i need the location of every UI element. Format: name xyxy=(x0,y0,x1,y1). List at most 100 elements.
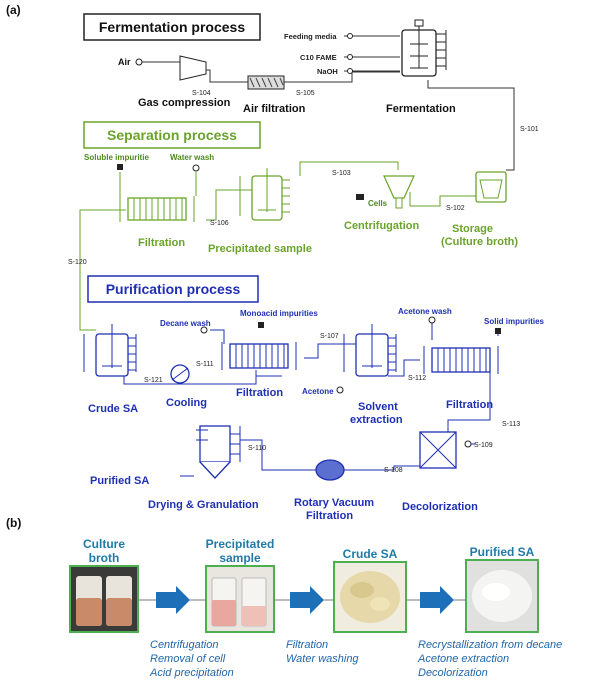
purification-filter-2-icon xyxy=(423,346,499,374)
photo-1-sub-label: broth xyxy=(89,551,120,565)
decane-inlet-icon xyxy=(200,326,208,334)
photo-2-sub-label: sample xyxy=(219,551,261,565)
acetone-wash-label: Acetone wash xyxy=(398,307,452,316)
solvent-extraction-sub-label: extraction xyxy=(350,414,403,426)
cooling-label: Cooling xyxy=(166,397,207,409)
stream-s107: S-107 xyxy=(320,333,339,340)
caption-1-line-3: Acid precipitation xyxy=(149,667,234,679)
purified-sa-label: Purified SA xyxy=(90,475,149,487)
separation-section-box xyxy=(83,121,261,149)
naoh-label: NaOH xyxy=(317,67,338,76)
stream-s101: S-101 xyxy=(520,126,539,133)
monoacid-impurities-label: Monoacid impurities xyxy=(240,309,318,318)
panel-label-a: (a) xyxy=(6,3,21,17)
fermentation-section-box xyxy=(83,13,261,41)
caption-3-line-3: Decolorization xyxy=(418,667,488,679)
arrow-2-icon xyxy=(290,586,324,614)
crude-sa-tank-icon xyxy=(83,324,137,377)
separation-lines xyxy=(79,161,476,331)
fermentation-section-title: Fermentation process xyxy=(99,19,245,35)
decane-wash-label: Decane wash xyxy=(160,319,211,328)
stream-s121: S-121 xyxy=(144,377,163,384)
rotary-filter-icon xyxy=(315,459,345,481)
air-filter-icon xyxy=(247,75,285,90)
stream-s112: S-112 xyxy=(408,375,426,382)
compressor-icon xyxy=(179,55,207,81)
process-arrows xyxy=(138,586,466,614)
water-wash-label: Water wash xyxy=(170,153,214,162)
photo-1-label: Culture xyxy=(83,537,125,551)
stream-s102: S-102 xyxy=(446,205,465,212)
c10-fame-label: C10 FAME xyxy=(300,53,337,62)
acetone-label: Acetone xyxy=(302,387,334,396)
decolorization-label: Decolorization xyxy=(402,501,478,513)
caption-2-line-2: Water washing xyxy=(286,653,359,665)
s109-inlet-icon xyxy=(464,440,472,448)
centrifuge-icon xyxy=(383,175,415,209)
arrow-3-icon xyxy=(420,586,454,614)
drying-granulation-label: Drying & Granulation xyxy=(148,499,259,511)
stream-s104: S-104 xyxy=(192,90,211,97)
crude-sa-label: Crude SA xyxy=(88,403,138,415)
rotary-filtration-label: Rotary Vacuum xyxy=(294,497,374,509)
decolorization-column-icon xyxy=(419,431,457,469)
filtration-p1-label: Filtration xyxy=(236,387,283,399)
photo-culture-broth xyxy=(69,565,139,633)
photo-2-label: Precipitated xyxy=(206,537,275,551)
air-label: Air xyxy=(118,57,131,67)
stream-s120: S-120 xyxy=(68,259,87,266)
stream-s111: S-111 xyxy=(196,361,214,368)
photo-3-label: Crude SA xyxy=(343,547,398,561)
fermenter-icon xyxy=(401,19,447,77)
storage-tank-icon xyxy=(475,171,507,203)
storage-sub-label: (Culture broth) xyxy=(441,236,518,248)
stream-s106: S-106 xyxy=(210,220,229,227)
soluble-impurities-label: Soluble impuritie xyxy=(84,153,149,162)
filtration-p2-label: Filtration xyxy=(446,399,493,411)
photo-4-label: Purified SA xyxy=(470,545,535,559)
caption-1-line-2: Removal of cell xyxy=(150,653,226,665)
purification-section-title: Purification process xyxy=(106,281,241,297)
feeding-media-label: Feeding media xyxy=(284,32,337,41)
separation-filter-icon xyxy=(119,196,195,222)
dryer-icon xyxy=(196,425,241,479)
cells-outlet-icon xyxy=(356,194,364,200)
caption-1-line-1: Centrifugation xyxy=(150,639,219,651)
stream-s108: S-108 xyxy=(384,467,403,474)
caption-3-line-2: Acetone extraction xyxy=(417,653,509,665)
precipitated-sample-label: Precipitated sample xyxy=(208,243,312,255)
stream-s113: S-113 xyxy=(502,421,520,428)
centrifugation-label: Centrifugation xyxy=(344,220,419,232)
storage-label: Storage xyxy=(452,223,493,235)
water-inlet-icon xyxy=(192,164,200,172)
rotary-filtration-sub-label: Filtration xyxy=(306,510,353,522)
fermentation-label: Fermentation xyxy=(386,103,456,115)
stream-s103: S-103 xyxy=(332,170,351,177)
gas-compression-label: Gas compression xyxy=(138,97,231,109)
purification-filter-1-icon xyxy=(221,342,297,370)
acetone-wash-inlet-icon xyxy=(428,316,436,324)
monoacid-outlet-icon xyxy=(258,322,264,328)
soluble-outlet-icon xyxy=(117,164,123,170)
fermentation-lines xyxy=(142,35,515,171)
air-inlet-icon xyxy=(135,58,143,66)
cells-label: Cells xyxy=(368,199,388,208)
stream-s110: S-110 xyxy=(248,445,266,452)
arrow-1-icon xyxy=(156,586,190,614)
photo-precipitated-sample xyxy=(205,565,275,633)
purification-section-box xyxy=(87,275,259,303)
panel-label-b: (b) xyxy=(6,516,21,530)
separation-section-title: Separation process xyxy=(107,127,237,143)
filtration-sep-label: Filtration xyxy=(138,237,185,249)
solid-outlet-icon xyxy=(495,328,501,334)
solid-impurities-label: Solid impurities xyxy=(484,317,545,326)
caption-2-line-1: Filtration xyxy=(286,639,328,651)
stream-s105: S-105 xyxy=(296,90,315,97)
acetone-inlet-icon xyxy=(336,386,344,394)
precipitation-tank-icon xyxy=(239,168,290,221)
stream-s109: S-109 xyxy=(474,442,493,449)
solvent-extraction-label: Solvent xyxy=(358,401,398,413)
photo-crude-sa xyxy=(333,561,407,633)
air-filtration-label: Air filtration xyxy=(243,103,306,115)
